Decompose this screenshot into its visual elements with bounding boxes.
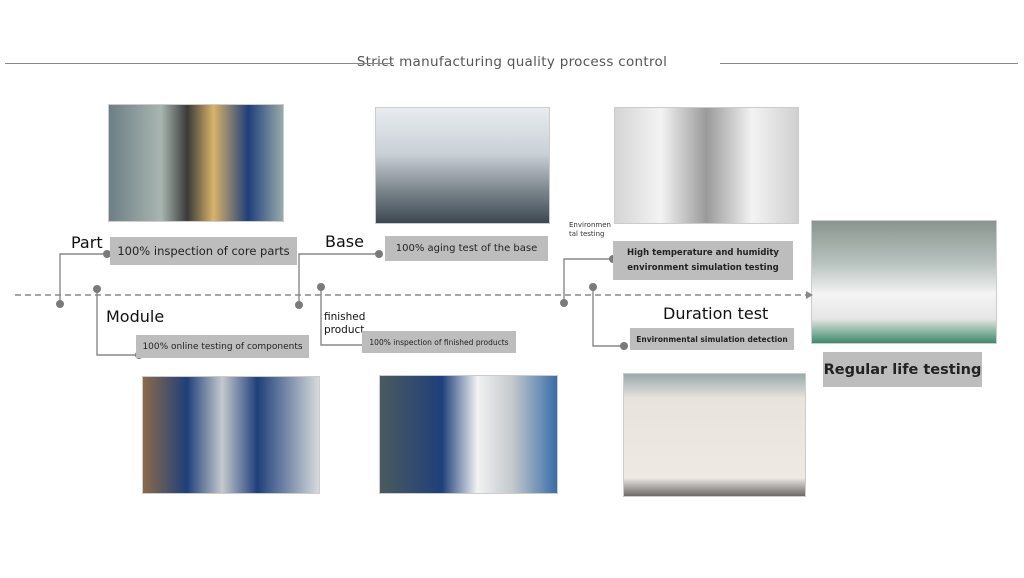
- part-timeline-dot: [56, 300, 64, 308]
- module-timeline-dot: [93, 285, 101, 293]
- duration-test-chamber-photo: [623, 373, 806, 497]
- part-dot: [103, 250, 111, 258]
- base-connector: [298, 253, 379, 305]
- finished-product-photo: [379, 375, 558, 494]
- part-inspection-photo: [108, 104, 284, 222]
- regular-life-box: Regular life testing: [823, 352, 982, 387]
- base-dot: [375, 250, 383, 258]
- module-label: Module: [106, 307, 165, 326]
- part-label: Part: [71, 233, 103, 252]
- duration-connector: [592, 287, 624, 347]
- timeline-arrow-icon: [806, 291, 813, 299]
- title-rule-right: [720, 63, 1018, 64]
- duration-box: Environmental simulation detection: [630, 328, 794, 350]
- environment-chamber-photo: [614, 107, 799, 224]
- finished-label: finished product: [324, 311, 366, 336]
- base-timeline-dot: [295, 301, 303, 309]
- duration-dot: [620, 342, 628, 350]
- page-title: Strict manufacturing quality process con…: [356, 54, 668, 70]
- environment-label: Environmen tal testing: [569, 221, 611, 238]
- duration-label: Duration test: [663, 304, 769, 323]
- base-box: 100% aging test of the base: [385, 236, 548, 261]
- base-aging-photo: [375, 107, 550, 224]
- module-box: 100% online testing of components: [136, 335, 309, 358]
- environment-timeline-dot: [560, 299, 568, 307]
- title-rule-left: [5, 63, 393, 64]
- duration-timeline-dot: [589, 283, 597, 291]
- module-connector: [96, 289, 139, 356]
- environment-connector: [563, 258, 613, 303]
- part-box: 100% inspection of core parts: [110, 237, 297, 265]
- finished-box: 100% inspection of finished products: [362, 331, 516, 353]
- regular-life-photo: [811, 220, 997, 344]
- base-label: Base: [325, 232, 364, 251]
- environment-box: High temperature and humidity environmen…: [613, 241, 793, 280]
- finished-timeline-dot: [317, 283, 325, 291]
- part-connector: [59, 253, 107, 304]
- finished-connector: [320, 287, 368, 346]
- module-testing-photo: [142, 376, 320, 494]
